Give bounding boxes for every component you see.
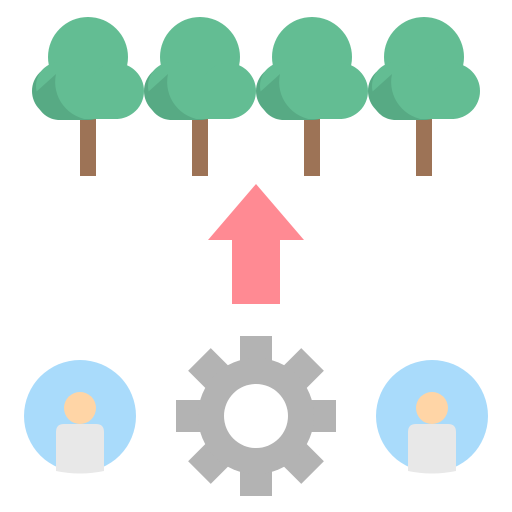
tree-icon bbox=[256, 17, 368, 176]
tree-row bbox=[32, 17, 480, 176]
arrow-up-icon bbox=[208, 184, 304, 304]
tree-icon bbox=[144, 17, 256, 176]
tree-icon bbox=[368, 17, 480, 176]
gear-icon bbox=[176, 336, 336, 496]
gear-hole bbox=[224, 384, 288, 448]
person-avatar-icon bbox=[24, 360, 136, 474]
person-avatar-icon bbox=[376, 360, 488, 474]
tree-icon bbox=[32, 17, 144, 176]
